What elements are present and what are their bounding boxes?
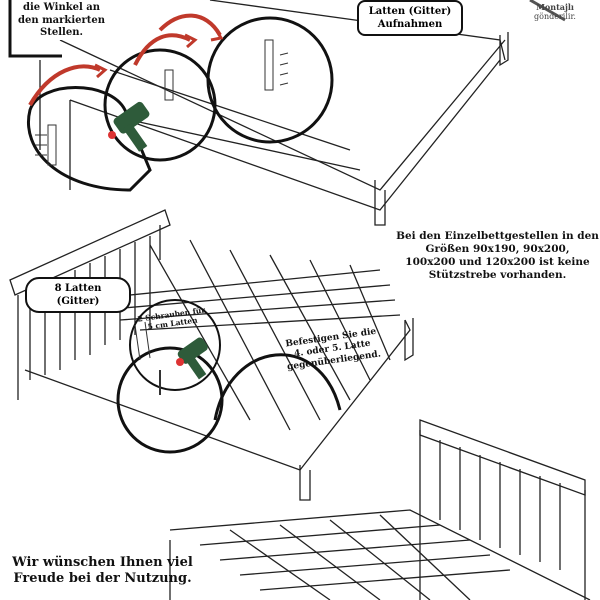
detail-arc [213,353,342,421]
tool-icon [529,0,566,22]
red-arrows [28,13,224,106]
detail-circles [27,16,342,454]
closing-message: Wir wünschen Ihnen viel Freude bei der N… [10,555,195,588]
slat-holders-callout: Latten (Gitter) Aufnahmen [357,0,463,36]
callout-line: Latten (Gitter) [368,6,452,17]
bracket-note: die Winkel an den markierten Stellen. [14,2,109,40]
shipping-line: gönderilir. [534,12,576,21]
info-line: Größen 90x190, 90x200, [425,243,570,256]
detail-circle-bracket [103,48,217,162]
callout-line: (Gitter) [56,296,100,307]
callout-line: 8 Latten [54,283,102,294]
arrow-1 [28,64,101,106]
note-line: den markierten [17,14,106,26]
closing-line: Wir wünschen Ihnen viel [12,555,193,570]
callout-line: Aufnahmen [377,19,443,30]
arrow-3 [158,13,222,37]
arrow-2 [133,33,191,66]
screws-illustration [134,321,151,361]
note-line: die Winkel an [22,2,101,13]
screw-bubble-outline [129,299,221,391]
info-line: 100x200 und 120x200 ist keine [405,256,590,269]
detail-bubble-corner [27,86,152,192]
info-line: Stützstrebe vorhanden. [428,269,567,282]
shipping-line: Montajlı [536,2,574,12]
bracket-details [35,39,289,395]
note-box-frame [8,0,62,58]
slats-callout: 8 Latten (Gitter) [25,277,131,313]
bed-frame-step1 [39,0,509,226]
drill-icon [108,101,208,380]
detail-circle-holes [206,16,334,144]
closing-line: Freude bei der Nutzung. [13,571,192,587]
note-line: Stellen. [40,27,83,38]
single-bed-info: Bei den Einzelbettgestellen in den Größe… [390,230,600,283]
bed-frame-step3 [169,419,591,600]
info-line: Bei den Einzelbettgestellen in den [396,230,599,242]
shipping-note: Montajlı gönderilir. [520,2,590,22]
